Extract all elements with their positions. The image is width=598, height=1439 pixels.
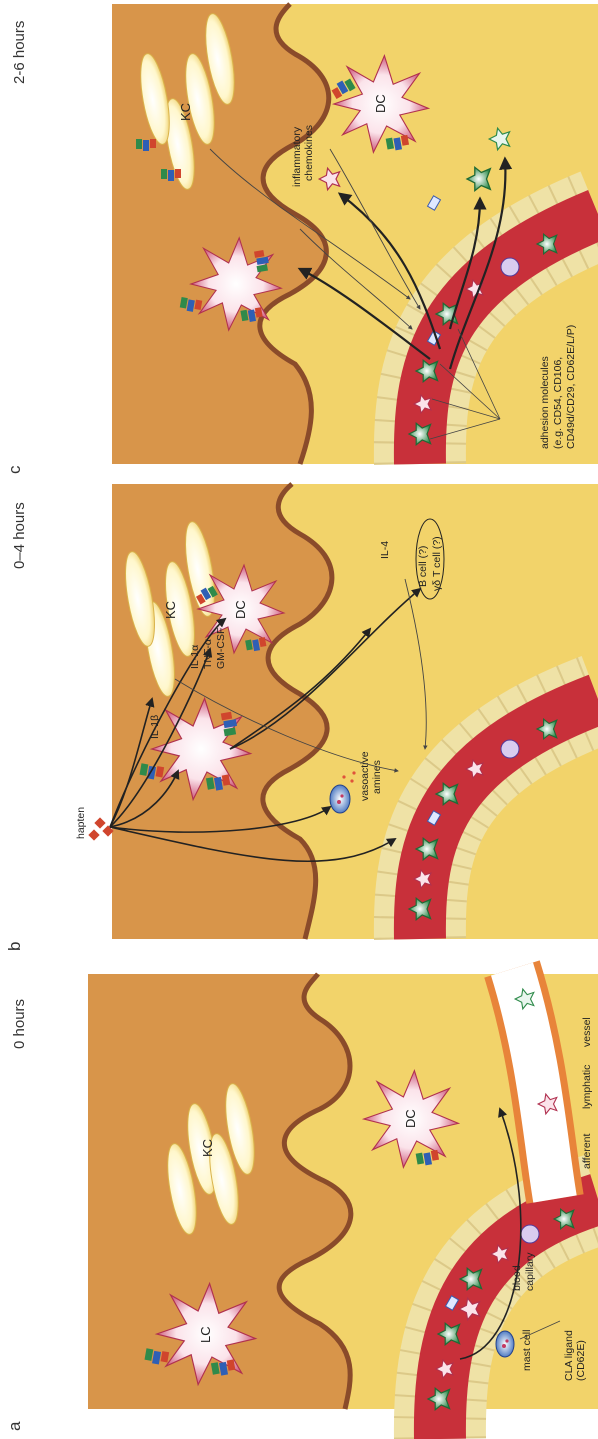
panel-a-lymph-label-1: afferent	[581, 1134, 593, 1169]
panel-b-bcell: B cell (?)	[417, 546, 429, 587]
panel-a-letter: a	[5, 1421, 24, 1431]
panel-c: KC DC	[5, 4, 598, 474]
panel-b-letter: b	[5, 942, 24, 951]
panel-c-chemokines-1: inflammatory	[291, 126, 303, 187]
panel-b-time: 0–4 hours	[11, 502, 28, 569]
panel-b-gdtcell: γδ T cell (?)	[431, 536, 443, 591]
panel-b: hapten KC DC vasoactive	[5, 484, 598, 951]
panel-a-lymph-label-3: vessel	[581, 1017, 593, 1047]
panel-c-chemokines-2: chemokines	[303, 125, 315, 181]
panel-b-il4: IL-4	[379, 541, 391, 559]
panel-a-lc-label: LC	[198, 1326, 213, 1343]
panel-c-kc-label: KC	[178, 103, 193, 121]
panel-a-mast-cell	[496, 1331, 514, 1357]
panel-c-letter: c	[5, 465, 24, 474]
panel-c-time: 2-6 hours	[11, 21, 28, 84]
panel-b-hapten	[88, 817, 113, 840]
panel-a: KC LC DC blood capillary	[0, 959, 598, 1439]
panel-b-gmcsf: GM-CSF	[215, 628, 227, 669]
panel-a-blood-label-2: capillary	[524, 1252, 536, 1291]
panel-c-adhesion-3: CD49d/CD29, CD62E/L/P)	[565, 325, 577, 449]
panel-c-adhesion-2: (e.g. CD54, CD106,	[552, 357, 564, 449]
panel-c-adhesion-1: adhesion molecules	[539, 356, 551, 449]
panel-a-kc-label: KC	[200, 1139, 215, 1157]
panel-c-dc-label: DC	[373, 94, 388, 113]
panel-a-lymph-label-2: lymphatic	[581, 1065, 593, 1109]
panel-b-kc-label: KC	[163, 601, 178, 619]
panel-a-dc-label: DC	[403, 1109, 418, 1128]
panel-a-cla-label-2: (CD62E)	[575, 1340, 587, 1381]
panel-a-cla-label-1: CLA ligand	[563, 1330, 575, 1381]
panel-b-vasoactive-1: vasoactive	[359, 751, 371, 801]
panel-b-hapten-label: hapten	[75, 807, 87, 839]
panel-a-time: 0 hours	[11, 999, 28, 1049]
panel-b-dc-label: DC	[233, 600, 248, 619]
